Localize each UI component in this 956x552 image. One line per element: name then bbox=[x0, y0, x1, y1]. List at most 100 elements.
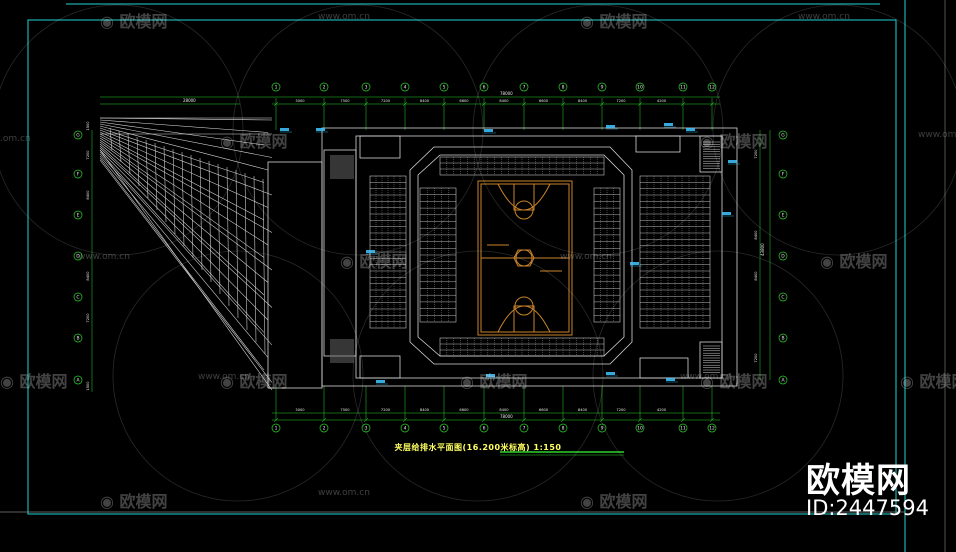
svg-text:7200: 7200 bbox=[381, 99, 391, 103]
watermark-url: www.om.cn bbox=[318, 488, 370, 498]
svg-text:D: D bbox=[76, 254, 80, 260]
dim-overall-top: 78000 bbox=[500, 91, 513, 96]
svg-text:8400: 8400 bbox=[499, 408, 509, 412]
axis-top-9: 9 bbox=[597, 82, 607, 92]
svg-text:7200: 7200 bbox=[616, 408, 626, 412]
watermark-logo-text: ◉ 欧模网 bbox=[700, 372, 768, 391]
axis-bottom-11: 11 bbox=[678, 423, 688, 433]
svg-text:1: 1 bbox=[275, 426, 278, 432]
svg-text:6600: 6600 bbox=[459, 99, 469, 103]
axis-top-1: 1 bbox=[271, 82, 281, 92]
svg-text:8400: 8400 bbox=[578, 408, 588, 412]
stairs bbox=[330, 141, 720, 373]
svg-text:3000: 3000 bbox=[295, 408, 305, 412]
svg-text:6: 6 bbox=[483, 426, 486, 432]
svg-text:4200: 4200 bbox=[657, 408, 667, 412]
svg-text:7500: 7500 bbox=[340, 408, 350, 412]
axis-top-10: 10 bbox=[635, 82, 645, 92]
axis-top-6: 6 bbox=[479, 82, 489, 92]
left-wing-seating bbox=[99, 117, 273, 391]
svg-text:6600: 6600 bbox=[459, 408, 469, 412]
axis-right-G: G bbox=[778, 130, 788, 140]
axis-left-F: F bbox=[73, 169, 83, 179]
svg-text:E: E bbox=[782, 213, 785, 219]
svg-text:4: 4 bbox=[404, 85, 407, 91]
watermark-url: www.om.cn bbox=[918, 130, 956, 140]
svg-text:10: 10 bbox=[637, 426, 643, 432]
svg-text:8400: 8400 bbox=[420, 408, 430, 412]
svg-text:6600: 6600 bbox=[539, 408, 549, 412]
watermark-logo-text: ◉ 欧模网 bbox=[700, 132, 768, 151]
axis-bottom-6: 6 bbox=[479, 423, 489, 433]
svg-text:3: 3 bbox=[365, 85, 368, 91]
axis-left-D: D bbox=[73, 251, 83, 261]
svg-text:8400: 8400 bbox=[499, 99, 509, 103]
watermark-logo-text: ◉ 欧模网 bbox=[580, 12, 648, 31]
svg-text:8: 8 bbox=[562, 85, 565, 91]
axis-top-4: 4 bbox=[400, 82, 410, 92]
dim-bottom-segments: 3000 7500 7200 8400 6600 8400 6600 8400 7200 4200 bbox=[295, 408, 666, 412]
axis-bottom-1: 1 bbox=[271, 423, 281, 433]
svg-text:3: 3 bbox=[365, 426, 368, 432]
watermark-logo-text: ◉ 欧模网 bbox=[100, 492, 168, 511]
axis-bottom-5: 5 bbox=[439, 423, 449, 433]
svg-text:1500: 1500 bbox=[86, 121, 90, 131]
dimension-lines bbox=[91, 96, 771, 421]
watermark-arcs bbox=[0, 4, 956, 502]
watermark-url: www.om.cn bbox=[560, 252, 612, 262]
svg-text:8400: 8400 bbox=[420, 99, 430, 103]
axis-bottom-4: 4 bbox=[400, 423, 410, 433]
svg-text:8: 8 bbox=[562, 426, 565, 432]
svg-text:C: C bbox=[76, 295, 79, 301]
dim-overall-bottom: 78000 bbox=[500, 414, 513, 419]
axis-right-D: D bbox=[778, 251, 788, 261]
svg-text:8400: 8400 bbox=[754, 230, 758, 240]
svg-text:A: A bbox=[76, 378, 80, 384]
svg-text:E: E bbox=[77, 213, 80, 219]
brand-logo-text: 欧模网 bbox=[806, 461, 911, 501]
svg-text:B: B bbox=[76, 336, 79, 342]
dimension-ticks bbox=[273, 98, 715, 423]
svg-text:D: D bbox=[781, 254, 785, 260]
svg-text:8400: 8400 bbox=[578, 99, 588, 103]
svg-text:7200: 7200 bbox=[381, 408, 391, 412]
svg-text:11: 11 bbox=[680, 85, 686, 91]
svg-text:12: 12 bbox=[709, 426, 715, 432]
axis-top-3: 3 bbox=[361, 82, 371, 92]
svg-text:6600: 6600 bbox=[539, 99, 549, 103]
watermark-url: www.om.cn bbox=[680, 372, 732, 382]
axis-top-8: 8 bbox=[558, 82, 568, 92]
svg-text:10: 10 bbox=[637, 85, 643, 91]
axis-bottom-12: 12 bbox=[707, 423, 717, 433]
watermark-url: www.om.cn bbox=[198, 372, 250, 382]
axis-top-12: 12 bbox=[707, 82, 717, 92]
watermark-logo-text: ◉ 欧模网 bbox=[100, 12, 168, 31]
svg-text:5: 5 bbox=[443, 85, 446, 91]
svg-text:7200: 7200 bbox=[754, 353, 758, 363]
watermark-logo-text: ◉ 欧模网 bbox=[220, 132, 288, 151]
watermark-url: www.om.cn bbox=[798, 12, 850, 22]
axis-right-B: B bbox=[778, 333, 788, 343]
axis-top-11: 11 bbox=[678, 82, 688, 92]
svg-text:3000: 3000 bbox=[295, 99, 305, 103]
watermark-logo-text: ◉ 欧模网 bbox=[460, 372, 528, 391]
watermark-url: .om.cn bbox=[0, 134, 31, 144]
axis-left-B: B bbox=[73, 333, 83, 343]
axis-left-A: A bbox=[73, 375, 83, 385]
svg-text:7: 7 bbox=[523, 426, 526, 432]
svg-text:1: 1 bbox=[275, 85, 278, 91]
svg-text:9: 9 bbox=[601, 426, 604, 432]
svg-text:4: 4 bbox=[404, 426, 407, 432]
axis-left-C: C bbox=[73, 292, 83, 302]
svg-text:7200: 7200 bbox=[86, 150, 90, 160]
svg-text:7: 7 bbox=[523, 85, 526, 91]
axis-bottom-3: 3 bbox=[361, 423, 371, 433]
